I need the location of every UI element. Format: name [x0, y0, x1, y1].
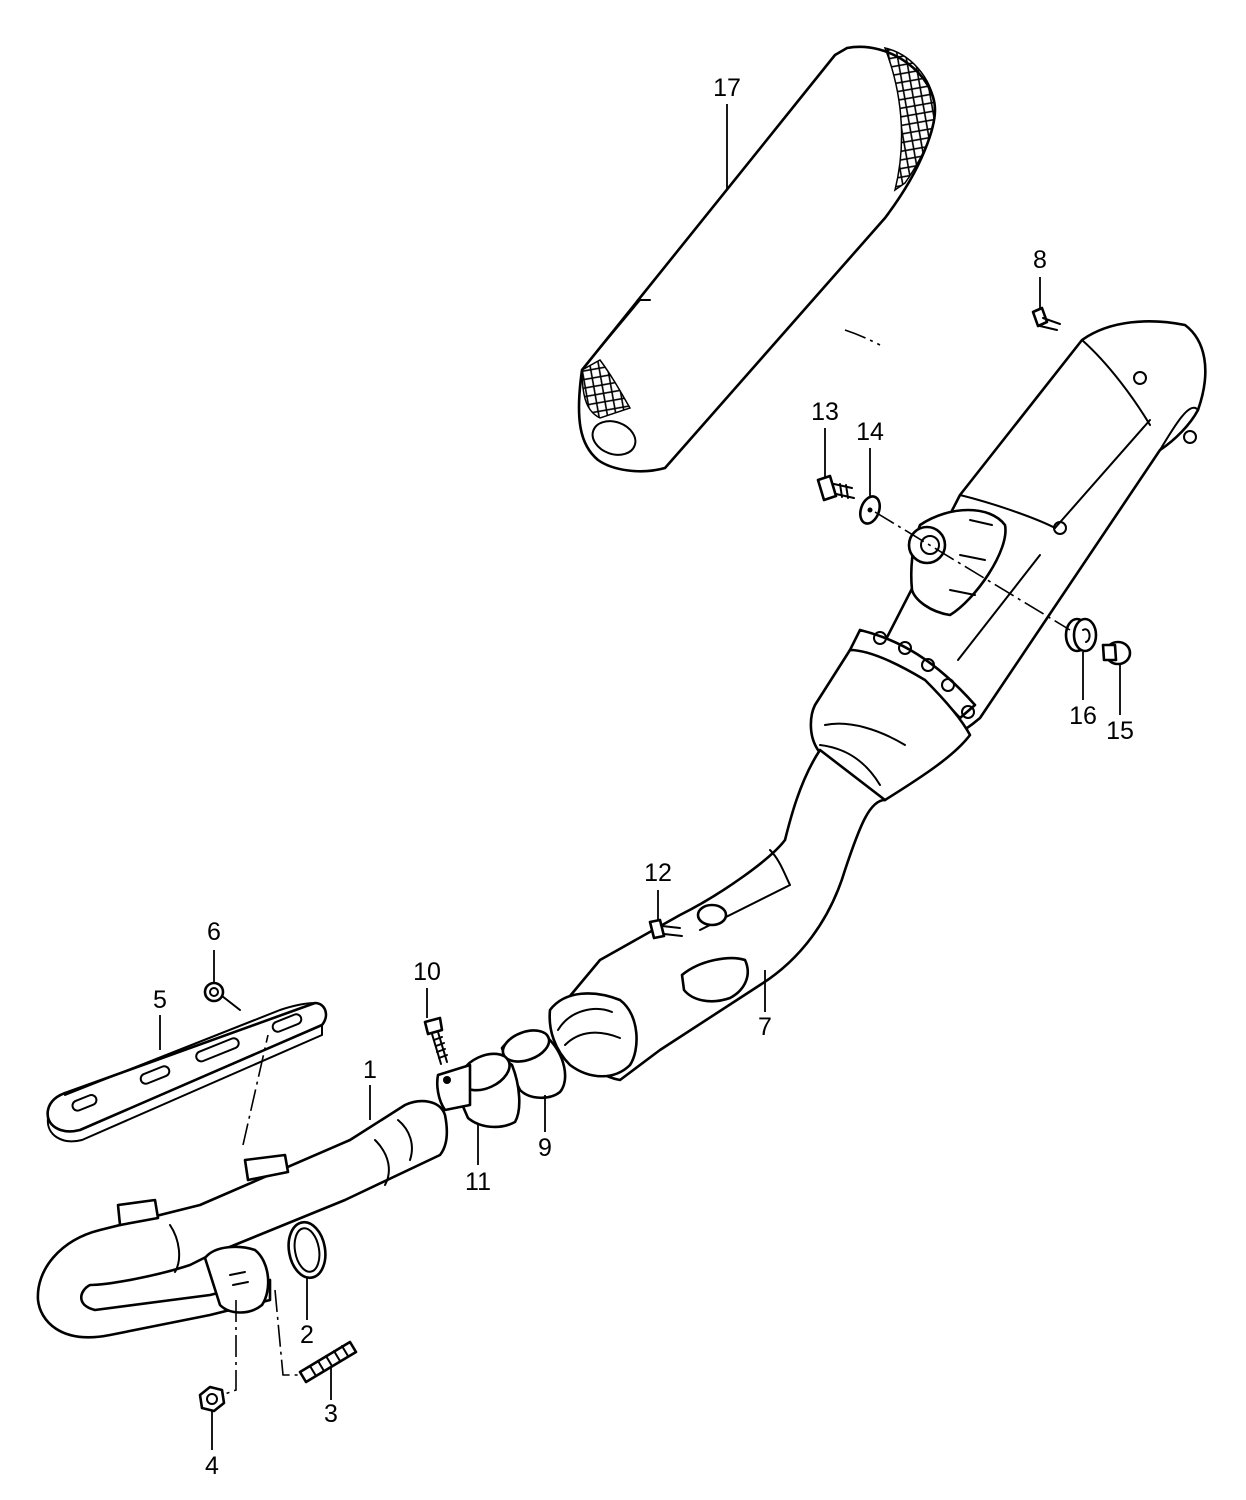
- callout-labels: 1 2 3 4 5 6 7 8 9 10 11 12 13 14 15 16 1…: [153, 74, 1134, 1480]
- pipe-clamp: [435, 1052, 521, 1129]
- callout-14: 14: [856, 418, 884, 446]
- assembly-lines: [221, 329, 1071, 1396]
- callout-9: 9: [538, 1134, 552, 1162]
- callout-15: 15: [1106, 717, 1134, 745]
- callout-5: 5: [153, 986, 167, 1014]
- shield-bolt: [203, 981, 241, 1011]
- callout-4: 4: [205, 1452, 219, 1480]
- callout-13: 13: [811, 398, 839, 426]
- clamp-bolt: [423, 1016, 448, 1065]
- stud-bolt: [298, 1340, 358, 1384]
- callout-6: 6: [207, 918, 221, 946]
- callout-11: 11: [465, 1168, 491, 1196]
- collar: [1101, 640, 1132, 666]
- callout-8: 8: [1033, 246, 1047, 274]
- flange-nut: [198, 1385, 226, 1413]
- rubber-bush: [1064, 617, 1098, 653]
- silencer-assembly: [548, 320, 1207, 1082]
- callout-1: 1: [363, 1056, 377, 1084]
- callout-2: 2: [300, 1321, 314, 1349]
- callout-7: 7: [758, 1013, 772, 1041]
- muffler-cover: [577, 45, 937, 473]
- leader-lines: [159, 104, 1121, 1450]
- callout-16: 16: [1069, 702, 1097, 730]
- heat-shield: [46, 1001, 328, 1143]
- callout-12: 12: [644, 859, 672, 887]
- callout-17: 17: [713, 74, 741, 102]
- mounting-bolt: [816, 474, 855, 502]
- exhaust-pipe: [36, 1099, 449, 1339]
- bracket-bolt: [648, 918, 683, 940]
- silencer-bolt: [1031, 306, 1061, 331]
- gasket-ring: [287, 1220, 327, 1280]
- callout-10: 10: [413, 958, 441, 986]
- washer: [858, 495, 882, 525]
- callout-3: 3: [324, 1400, 338, 1428]
